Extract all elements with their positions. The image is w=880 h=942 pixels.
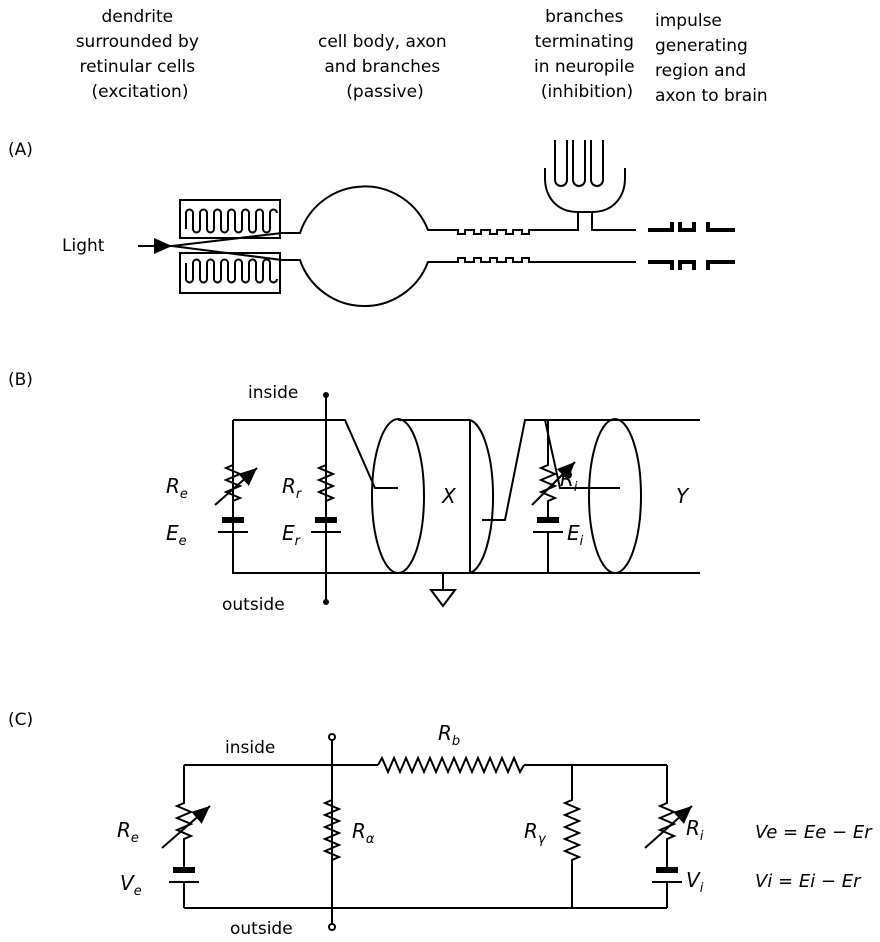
ri-variable-arrow-b bbox=[531, 461, 576, 506]
re-resistor-b bbox=[223, 420, 243, 518]
ri-variable-arrow-c bbox=[644, 805, 693, 849]
y-label: Y bbox=[676, 484, 690, 508]
panel-b: (B) inside outside X Y Re Ee Rr bbox=[8, 370, 700, 615]
outside-label-b: outside bbox=[222, 595, 285, 615]
ralpha-label: Rα bbox=[352, 819, 375, 847]
microvilli-top bbox=[185, 208, 278, 234]
neuropile-cup bbox=[544, 168, 626, 213]
terminal-outside-c bbox=[328, 923, 336, 931]
inside-label-c: inside bbox=[225, 738, 275, 758]
vi-label-c: Vi bbox=[686, 868, 704, 896]
equation-ve: Ve = Ee − Er bbox=[755, 822, 873, 843]
x-label: X bbox=[441, 484, 457, 508]
rgamma-label: Rγ bbox=[524, 819, 547, 847]
rail-top-left bbox=[233, 419, 398, 489]
re-variable-arrow-c bbox=[161, 805, 211, 849]
cylinder-x-back bbox=[469, 419, 495, 574]
ground-symbol bbox=[429, 573, 457, 608]
ve-label-c: Ve bbox=[120, 871, 142, 899]
impulse-region-bottom bbox=[648, 260, 735, 270]
neuron-outline-bottom bbox=[171, 245, 636, 308]
terminal-outside-b bbox=[323, 599, 329, 605]
ei-label-b: Ei bbox=[567, 521, 584, 549]
re-resistor-c bbox=[174, 765, 194, 868]
header-col1: dendrite surrounded by retinular cells (… bbox=[76, 7, 205, 102]
equation-vi: Vi = Ei − Er bbox=[755, 871, 862, 892]
header-col2: cell body, axon and branches (passive) bbox=[318, 32, 452, 102]
cylinder-x-front bbox=[371, 418, 425, 574]
er-label-b: Er bbox=[282, 521, 302, 549]
panel-c-label: (C) bbox=[8, 710, 33, 730]
light-label: Light bbox=[62, 236, 105, 256]
panel-a: (A) Light bbox=[8, 140, 735, 308]
neuropile-terminals bbox=[554, 140, 604, 187]
panel-a-label: (A) bbox=[8, 140, 33, 160]
header-col4: impulse generating region and axon to br… bbox=[655, 11, 768, 106]
ri-resistor-b bbox=[538, 420, 558, 518]
rr-resistor-b bbox=[316, 420, 336, 518]
rr-label-b: Rr bbox=[282, 474, 303, 502]
re-label-b: Re bbox=[166, 474, 188, 502]
re-label-c: Re bbox=[117, 818, 139, 846]
cylinder-x-body bbox=[398, 419, 471, 573]
retinular-box-top bbox=[179, 199, 281, 239]
cylinder-y-front bbox=[588, 418, 642, 574]
rb-resistor bbox=[377, 755, 525, 775]
ri-label-c: Ri bbox=[686, 816, 704, 844]
ralpha-resistor bbox=[322, 799, 342, 861]
impulse-region-top bbox=[648, 222, 735, 232]
outside-label-c: outside bbox=[230, 919, 293, 939]
rgamma-resistor bbox=[562, 765, 582, 908]
microvilli-bottom bbox=[185, 258, 278, 284]
terminal-inside-b bbox=[323, 392, 329, 398]
rail-bottom bbox=[232, 420, 700, 574]
terminal-inside-c bbox=[328, 733, 336, 741]
panel-b-label: (B) bbox=[8, 370, 33, 390]
rb-label: Rb bbox=[438, 721, 460, 749]
ri-label-b: Ri bbox=[560, 467, 578, 495]
ee-label-b: Ee bbox=[166, 521, 187, 549]
re-variable-arrow-b bbox=[214, 467, 258, 506]
panel-c: (C) inside outside Rb Rα Re Ve Rγ Ri V bbox=[8, 710, 873, 939]
ri-resistor-c bbox=[657, 765, 677, 868]
inside-label-b: inside bbox=[248, 383, 298, 403]
header-col3: branches terminating in neuropile (inhib… bbox=[534, 7, 640, 102]
neuron-outline-top bbox=[171, 185, 636, 247]
